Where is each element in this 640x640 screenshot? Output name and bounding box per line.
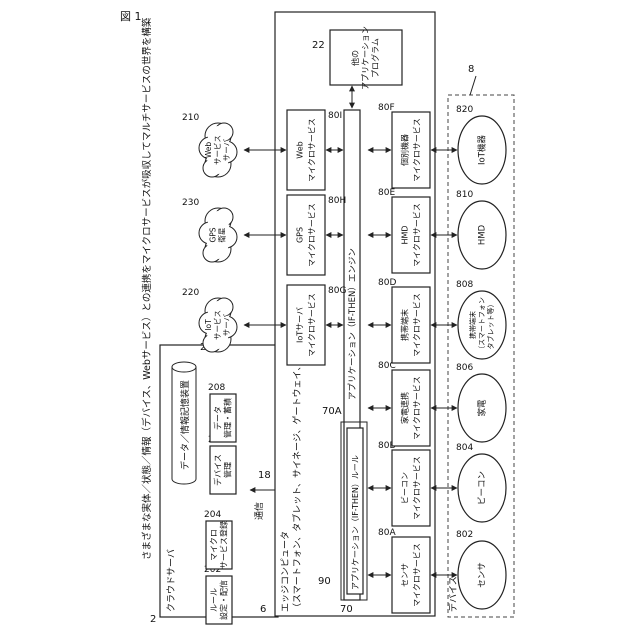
microservice-line-1: HMD [401, 225, 410, 244]
other-app-line-3: プログラム [370, 38, 380, 78]
microservice-ref: 80G [328, 286, 346, 296]
comm-label: 通信 [253, 502, 265, 520]
microservice-line-1: センサ [401, 563, 410, 587]
microservice-line-2: マイクロサービス [413, 376, 422, 440]
microservice-line-1: Web [296, 141, 305, 158]
device-label: 携帯端末 [468, 311, 477, 339]
storage-cylinder: データ／情報記憶装置 [172, 362, 196, 484]
service-cloud-line: サービス [213, 135, 222, 165]
devices-label: デバイス [447, 576, 459, 612]
device-label: センサ [478, 562, 488, 588]
rule-label: アプリケーション（IF-THEN）ルール [351, 455, 360, 590]
service-cloud-line: Web [204, 142, 213, 159]
cloud-function-ref: 208 [208, 383, 225, 393]
service-cloud-ref: 220 [182, 288, 199, 298]
cloud-function-line-2: 管理 [223, 462, 233, 478]
cloud-function-line-1: データ [213, 406, 223, 430]
device-label: タブレット等） [486, 301, 495, 350]
microservice-box [392, 112, 430, 188]
microservice-line-2: マイクロサービス [413, 293, 422, 357]
microservice-line-1: 家電連携 [400, 392, 410, 424]
microservice-line-1: GPS [296, 227, 305, 243]
cloud-function-line-1: デバイス [213, 454, 223, 486]
microservice-line-2: マイクロサービス [413, 203, 422, 267]
microservice-line-2: マイクロサービス [413, 456, 422, 520]
microservice-ref: 80A [378, 528, 396, 538]
microservice-box [287, 285, 325, 365]
device-label: ビーコン [478, 471, 488, 505]
service-cloud: Webサービスサーバ [199, 123, 237, 177]
microservice-line-1: IoTサーバ [296, 307, 305, 343]
device-ref: 810 [456, 190, 473, 200]
microservice-box [392, 450, 430, 526]
device-label: HMD [478, 224, 488, 245]
microservice-line-2: マイクロサービス [308, 118, 317, 182]
microservice-ref: 80E [378, 188, 395, 198]
rule-ref: 70A [322, 406, 342, 417]
microservice-line-2: マイクロサービス [308, 203, 317, 267]
microservice-line-1: 携帯端末 [400, 309, 410, 341]
service-cloud: GPS衛星 [199, 208, 237, 262]
microservice-box [392, 537, 430, 613]
edge-computer: 6 エッジコンピュータ （スマートフォン、タブレット、サイネージ、ゲートウェイ、… [260, 12, 435, 616]
devices-ref: 8 [468, 64, 474, 75]
cloud-function-ref: 204 [204, 510, 221, 520]
service-cloud-line: サービス [213, 310, 222, 340]
service-cloud-ref: 210 [182, 113, 199, 123]
figure-label: 図 1 [120, 10, 142, 23]
microservice-line-2: マイクロサービス [308, 293, 317, 357]
device-label: IoT機器 [477, 135, 488, 165]
service-cloud-ref: 230 [182, 198, 199, 208]
service-cloud-line: IoT [204, 319, 213, 331]
microservice-ref: 80I [328, 111, 342, 121]
cloud-function-line-2: 設定・配信 [219, 580, 229, 620]
engine-ref: 70 [340, 604, 353, 615]
microservice-ref: 80D [378, 278, 396, 288]
cloud-server: 2 クラウドサーバ データ／情報記憶装置 200 ルール設定・配信202マイクロ… [150, 342, 278, 625]
cloud-function-line-2: 管理・蓄積 [223, 398, 233, 438]
cloud-server-ref: 2 [150, 614, 156, 625]
service-cloud-line: サーバ [222, 313, 231, 336]
microservice-box [392, 197, 430, 273]
device-ref: 808 [456, 280, 473, 290]
edge-label-1: エッジコンピュータ [280, 531, 291, 612]
microservice-box [287, 195, 325, 275]
other-app-ref: 22 [312, 40, 325, 51]
engine-label: アプリケーション（IF-THEN）エンジン [347, 248, 358, 400]
microservice-line-1: 個別機器 [400, 134, 410, 166]
device-ref: 806 [456, 363, 473, 373]
service-cloud-line: サーバ [222, 138, 231, 161]
microservice-line-2: マイクロサービス [413, 118, 422, 182]
cloud-function-line-1: ルール [210, 588, 219, 612]
cloud-server-label: クラウドサーバ [166, 549, 177, 612]
cloud-function-line-1: マイクロ [210, 529, 219, 561]
devices-group: 8 デバイス センサ 802 ビーコン 804 家電 806 携帯端末（スマートフォンタブレ… [431, 64, 514, 617]
other-app-line-2: アプリケーション [361, 26, 370, 90]
microservice-box [392, 287, 430, 363]
device-ref: 804 [456, 443, 473, 453]
device-label: （スマートフォン [478, 297, 486, 353]
service-cloud-line: GPS [209, 227, 218, 242]
device-ref: 820 [456, 105, 473, 115]
microservice-ref: 80F [378, 103, 395, 113]
storage-label: データ／情報記憶装置 [179, 380, 191, 470]
microservice-box [392, 370, 430, 446]
edge-ref: 6 [260, 604, 266, 615]
comm-ref: 18 [258, 470, 271, 481]
microservice-line-1: ビーコン [401, 472, 410, 504]
device-ref: 802 [456, 530, 473, 540]
device-list: センサ 802 ビーコン 804 家電 806 携帯端末（スマートフォンタブレット等） 808… [431, 105, 506, 609]
external-service-clouds: IoTサービスサーバ220GPS衛星230Webサービスサーバ210 [182, 113, 286, 352]
microservice-line-2: マイクロサービス [413, 543, 422, 607]
cloud-function-line-2: サービス登録 [219, 521, 229, 569]
device-label: 家電 [477, 399, 488, 417]
microservice-ref: 80H [328, 196, 346, 206]
microservice-box [287, 110, 325, 190]
service-cloud-line: 衛星 [217, 227, 227, 242]
frame-ref: 90 [318, 576, 331, 587]
other-app-line-1: 他の [350, 50, 360, 66]
headline: さまざまな実体／状態／情報（デバイス、Webサービス）との連携をマイクロサービス… [141, 17, 153, 560]
service-cloud: IoTサービスサーバ [199, 298, 237, 352]
